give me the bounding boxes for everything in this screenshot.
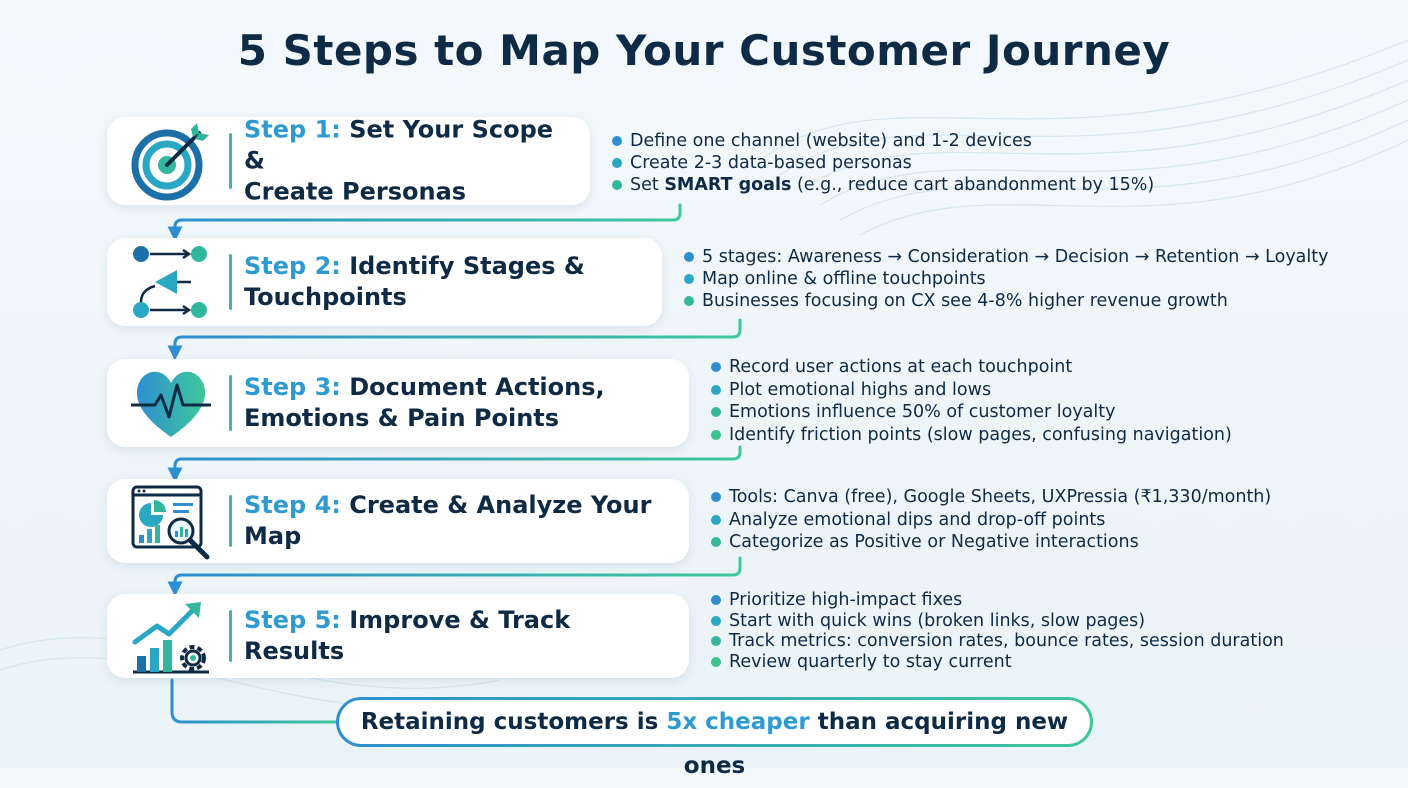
summary-banner: Retaining customers is 5x cheaper than a… <box>336 697 1093 779</box>
step-1-title-line1: Set Your Scope & <box>244 115 554 175</box>
step-3-title: Step 3: Document Actions, Emotions & Pai… <box>244 372 677 434</box>
banner-highlight: 5x cheaper <box>666 709 810 735</box>
step-1-title: Step 1: Set Your Scope & Create Personas <box>244 115 578 208</box>
connector-5-banner <box>170 678 338 724</box>
connector-1-2 <box>167 203 682 242</box>
bullet-item: Map online & offline touchpoints <box>684 268 1328 290</box>
step-3-card: Step 3: Document Actions, Emotions & Pai… <box>107 359 689 447</box>
growth-chart-gear-icon <box>129 594 213 678</box>
step-5-title-line1: Improve & Track Results <box>244 606 571 665</box>
bullet-item: Create 2-3 data-based personas <box>612 152 1154 174</box>
step-5-card: Step 5: Improve & Track Results <box>107 594 689 678</box>
step-1-bullets: Define one channel (website) and 1-2 dev… <box>612 130 1154 196</box>
step-2-separator <box>229 254 232 310</box>
target-icon <box>129 119 213 203</box>
bullet-item: Businesses focusing on CX see 4-8% highe… <box>684 290 1328 312</box>
bullet-bold-text: SMART goals <box>664 175 792 195</box>
step-1-separator <box>229 133 232 189</box>
step-4-bullets: Tools: Canva (free), Google Sheets, UXPr… <box>711 486 1271 554</box>
bullet-item: Start with quick wins (broken links, slo… <box>711 611 1284 632</box>
bullet-text: Set <box>630 175 665 195</box>
step-5-bullets: Prioritize high-impact fixes Start with … <box>711 590 1284 672</box>
step-2-title-line2: Touchpoints <box>244 283 407 311</box>
step-3-number: Step 3: <box>244 373 341 401</box>
bullet-item: Plot emotional highs and lows <box>711 379 1232 402</box>
journey-flow-icon <box>129 240 213 324</box>
bullet-item: Record user actions at each touchpoint <box>711 356 1232 379</box>
step-1-card: Step 1: Set Your Scope & Create Personas <box>107 115 590 208</box>
bullet-item: Identify friction points (slow pages, co… <box>711 424 1232 447</box>
bullet-item: Categorize as Positive or Negative inter… <box>711 531 1271 554</box>
step-3-title-line1: Document Actions, <box>349 373 605 401</box>
step-1-number: Step 1: <box>244 115 341 144</box>
step-4-card: Step 4: Create & Analyze Your Map <box>107 479 689 563</box>
step-5-separator <box>229 610 232 662</box>
bullet-item: Emotions influence 50% of customer loyal… <box>711 401 1232 424</box>
bullet-text: (e.g., reduce cart abandonment by 15%) <box>791 175 1155 195</box>
step-5-title: Step 5: Improve & Track Results <box>244 605 677 667</box>
step-2-title: Step 2: Identify Stages & Touchpoints <box>244 251 650 313</box>
connector-3-4 <box>167 445 742 483</box>
step-2-card: Step 2: Identify Stages & Touchpoints <box>107 238 662 326</box>
step-4-separator <box>229 495 232 547</box>
step-4-number: Step 4: <box>244 491 341 519</box>
bullet-item: Review quarterly to stay current <box>711 652 1284 673</box>
bullet-item: 5 stages: Awareness → Consideration → De… <box>684 246 1328 268</box>
step-1-title-line2: Create Personas <box>244 177 467 206</box>
banner-text-pre: Retaining customers is <box>360 709 667 735</box>
step-4-title-line1: Create & Analyze Your Map <box>244 491 652 550</box>
bullet-item: Prioritize high-impact fixes <box>711 590 1284 611</box>
bullet-item: Analyze emotional dips and drop-off poin… <box>711 509 1271 532</box>
dashboard-analysis-icon <box>129 479 213 563</box>
step-2-bullets: 5 stages: Awareness → Consideration → De… <box>684 246 1328 312</box>
step-2-title-line1: Identify Stages & <box>349 252 585 280</box>
step-3-bullets: Record user actions at each touchpoint P… <box>711 356 1232 446</box>
step-3-separator <box>229 375 232 431</box>
page-title: 5 Steps to Map Your Customer Journey <box>237 26 1171 75</box>
step-4-title: Step 4: Create & Analyze Your Map <box>244 490 677 552</box>
heartbeat-icon <box>129 361 213 445</box>
step-3-title-line2: Emotions & Pain Points <box>244 404 560 432</box>
step-2-number: Step 2: <box>244 252 341 280</box>
bullet-item: Tools: Canva (free), Google Sheets, UXPr… <box>711 486 1271 509</box>
bullet-item: Set SMART goals (e.g., reduce cart aband… <box>612 174 1154 196</box>
bullet-item: Define one channel (website) and 1-2 dev… <box>612 130 1154 152</box>
bullet-item: Track metrics: conversion rates, bounce … <box>711 631 1284 652</box>
step-5-number: Step 5: <box>244 606 341 634</box>
